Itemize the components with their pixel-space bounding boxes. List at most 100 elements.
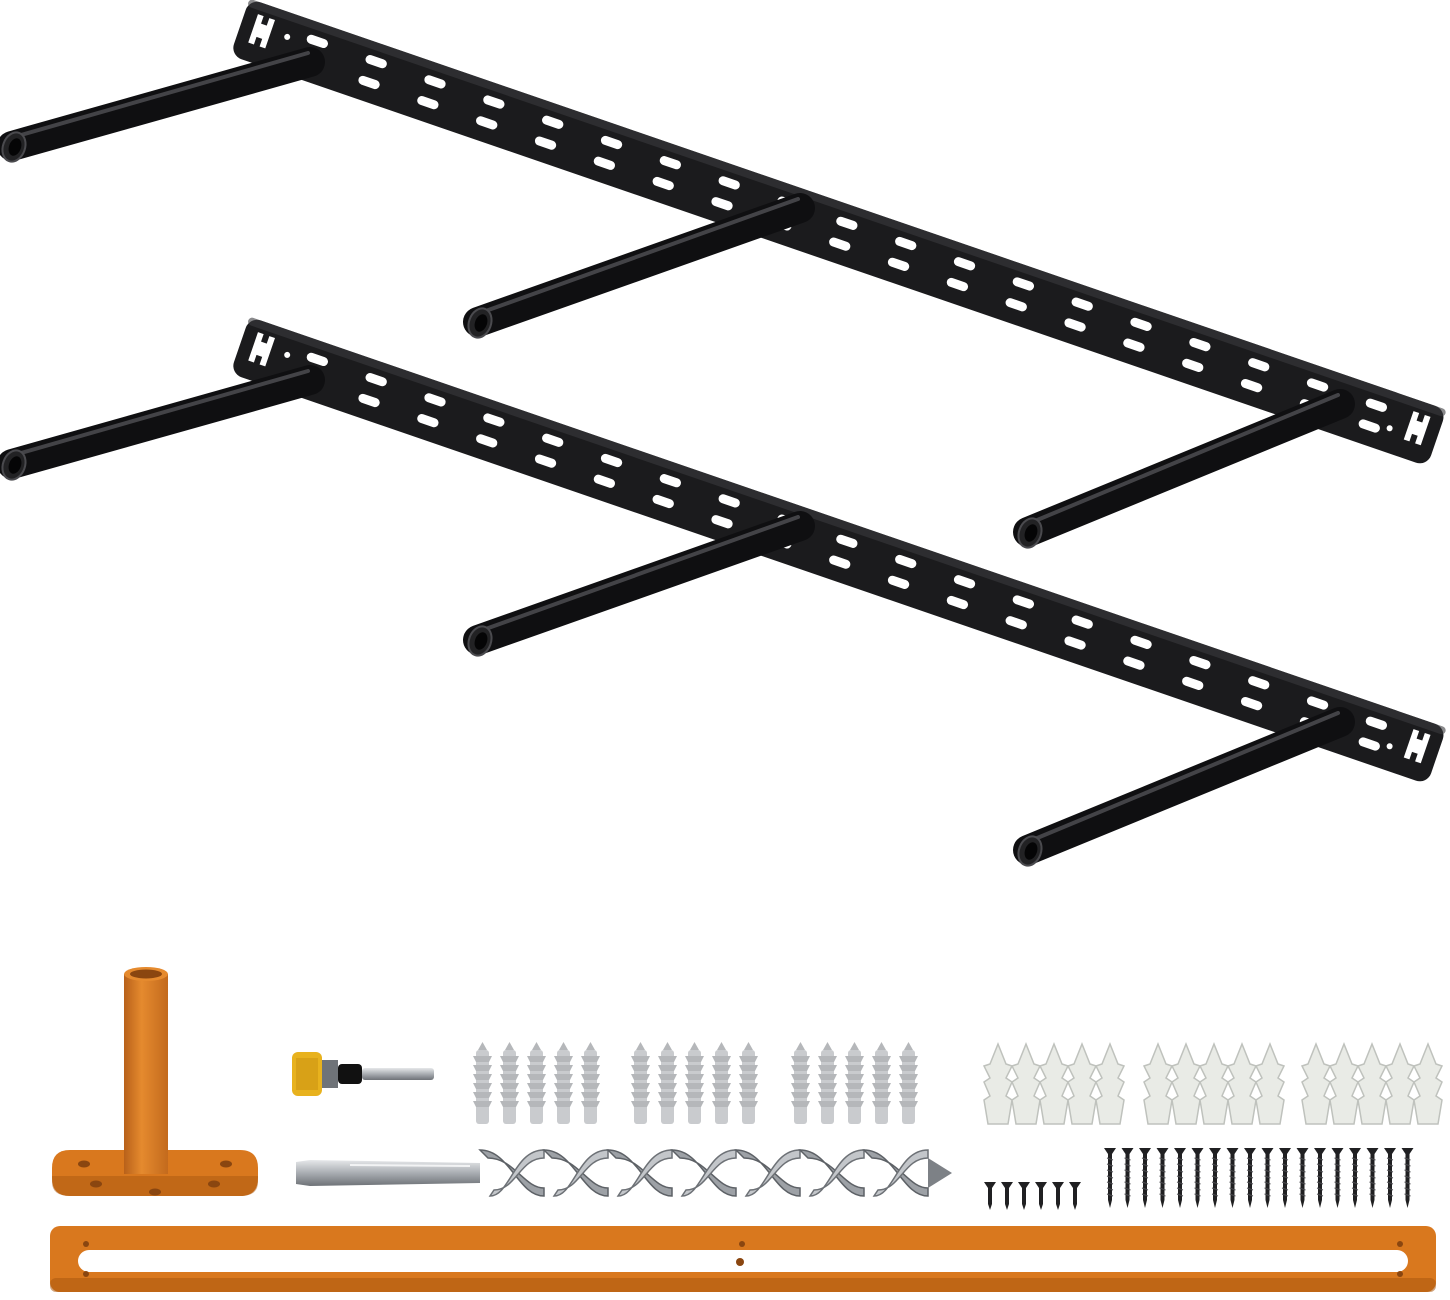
drill-guide-hole: [149, 1188, 161, 1196]
short-screw: [1052, 1182, 1064, 1210]
bracket-slot: [718, 494, 740, 508]
drywall-anchor: [1094, 1041, 1126, 1125]
auger-shank: [296, 1160, 480, 1186]
plastic-anchor: [818, 1042, 837, 1124]
support-rod-bore: [1024, 842, 1038, 860]
screw-thread: [1159, 1187, 1166, 1191]
anchor-rib: [791, 1101, 810, 1107]
template-hole: [739, 1241, 745, 1247]
bracket-plate-edge: [248, 317, 1446, 735]
screw-thread: [1404, 1187, 1411, 1191]
long-screw: [1156, 1148, 1169, 1208]
screw-thread: [1194, 1157, 1201, 1161]
screw-thread: [1159, 1169, 1166, 1173]
drywall-anchor-body: [1384, 1041, 1416, 1125]
drywall-anchor: [1142, 1041, 1174, 1125]
long-screws: [1104, 1148, 1414, 1208]
bracket-slot: [1306, 378, 1329, 392]
anchor-tip: [850, 1042, 859, 1050]
anchor-rib: [631, 1101, 650, 1107]
plastic-anchor: [685, 1042, 704, 1124]
bracket-slot: [887, 575, 910, 589]
anchor-rib: [845, 1083, 864, 1089]
screw-thread: [1264, 1169, 1271, 1173]
screw-thread: [1316, 1169, 1324, 1173]
bracket-slot: [1071, 615, 1093, 629]
long-screw: [1191, 1148, 1204, 1208]
bracket-slot: [542, 433, 564, 447]
screw-thread: [1316, 1175, 1324, 1179]
anchor-rib: [473, 1074, 492, 1080]
screw-thread: [1141, 1175, 1149, 1179]
drill-guide-base-shade: [52, 1176, 258, 1196]
bracket-slot: [1182, 676, 1204, 690]
support-rod-highlight: [1028, 711, 1340, 843]
screw-thread: [1176, 1181, 1184, 1185]
drill-guide-tube: [124, 974, 168, 1174]
bracket-slot: [711, 515, 733, 529]
anchor-rib: [631, 1092, 650, 1098]
router-bit: [292, 1052, 434, 1096]
bracket-slot: [659, 474, 682, 488]
screw-thread: [1176, 1163, 1184, 1167]
screw-thread: [1351, 1187, 1359, 1191]
bracket-screw-hole: [284, 33, 291, 40]
screw-thread: [1299, 1175, 1306, 1179]
drywall-anchor: [1010, 1041, 1042, 1125]
long-screw: [1261, 1148, 1274, 1208]
auger-flute: [478, 1149, 545, 1197]
long-screw: [1384, 1148, 1396, 1208]
screw-thread: [1106, 1193, 1114, 1197]
anchor-rib: [631, 1056, 650, 1062]
screw-thread: [1369, 1175, 1376, 1179]
screw-thread: [1351, 1163, 1359, 1167]
drill-guide-tube-bore: [130, 969, 162, 979]
bracket-slot: [1012, 277, 1035, 291]
bracket-slot: [1189, 655, 1211, 670]
anchor-rib: [658, 1092, 677, 1098]
screw-thread: [1334, 1187, 1341, 1191]
screw-thread: [1369, 1169, 1376, 1173]
anchor-rib: [500, 1083, 519, 1089]
plastic-anchor: [791, 1042, 810, 1124]
auger-flute: [670, 1149, 737, 1197]
screw-thread: [1159, 1157, 1166, 1161]
screw-thread: [1229, 1157, 1236, 1161]
anchor-rib: [899, 1092, 918, 1098]
drywall-anchor: [1328, 1041, 1360, 1125]
support-rod-bore: [8, 456, 22, 474]
anchor-tip: [690, 1042, 699, 1050]
anchor-rib: [500, 1056, 519, 1062]
screw-thread: [1106, 1187, 1114, 1191]
bracket-slot: [424, 393, 446, 407]
bracket-slot: [593, 156, 616, 170]
plastic-anchor: [631, 1042, 650, 1124]
anchor-rib: [899, 1056, 918, 1062]
auger-flute-back: [808, 1149, 865, 1197]
bracket-slot: [358, 393, 380, 408]
screw-thread: [1246, 1163, 1254, 1167]
anchor-tip: [904, 1042, 913, 1050]
anchor-rib: [581, 1056, 600, 1062]
long-screw: [1331, 1148, 1344, 1208]
drill-guide-hole: [90, 1180, 102, 1188]
screw-thread: [1141, 1169, 1149, 1173]
bracket-slot: [946, 277, 969, 292]
anchor-rib: [899, 1065, 918, 1071]
anchor-rib: [739, 1056, 758, 1062]
drywall-anchor: [1066, 1041, 1098, 1125]
screw-thread: [1124, 1169, 1131, 1173]
bracket-slot: [1358, 737, 1380, 751]
screw-thread: [1316, 1193, 1324, 1197]
anchor-rib: [818, 1074, 837, 1080]
anchor-rib: [500, 1101, 519, 1107]
anchor-rib: [899, 1074, 918, 1080]
screw-thread: [1194, 1169, 1201, 1173]
anchor-rib: [658, 1056, 677, 1062]
screw-thread: [1176, 1157, 1184, 1161]
long-screw: [1121, 1148, 1134, 1208]
bracket-slot: [417, 414, 439, 428]
template-plate-edge: [50, 1278, 1436, 1292]
anchor-tip: [478, 1042, 487, 1050]
screw-thread: [1211, 1187, 1219, 1191]
